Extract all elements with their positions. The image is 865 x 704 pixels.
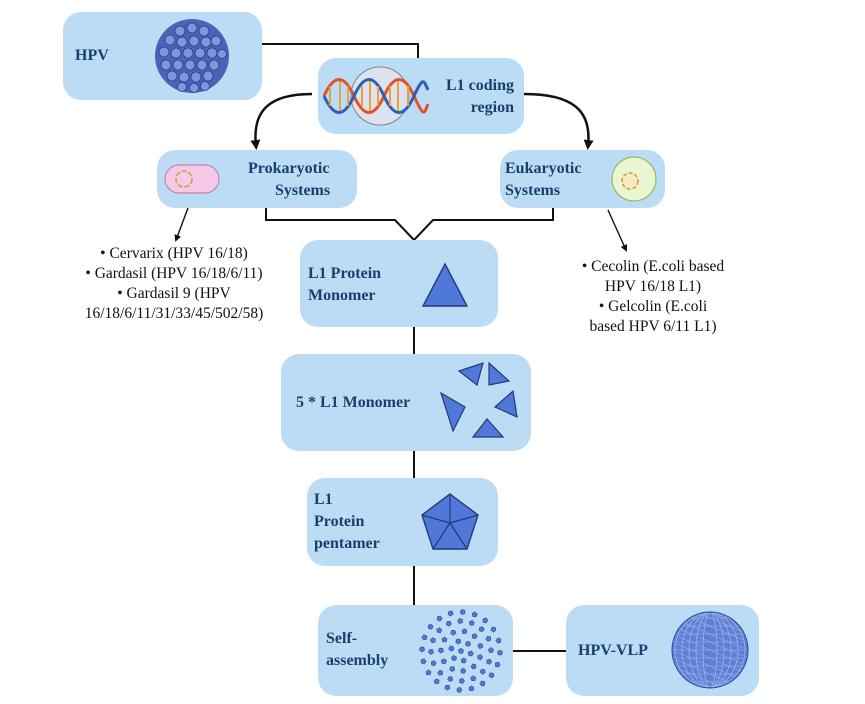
pentamer-label-line1: L1 bbox=[314, 491, 333, 508]
eukaryotic-vaccine-list: • Cecolin (E.coli based HPV 16/18 L1) • … bbox=[548, 257, 758, 337]
pentamer-label-line3: pentamer bbox=[314, 535, 380, 552]
l1-protein-pentamer-node: L1 Protein pentamer bbox=[307, 478, 498, 566]
prokaryotic-systems-node: Prokaryotic Systems bbox=[157, 150, 357, 208]
l1-protein-monomer-node: L1 Protein Monomer bbox=[300, 240, 498, 327]
monomer-label-line1: L1 Protein bbox=[308, 265, 382, 282]
arrow-to-eukaryotic bbox=[523, 92, 594, 150]
prokaryotic-label-line2: Systems bbox=[275, 182, 331, 199]
hpv-label: HPV bbox=[75, 47, 109, 64]
self-assembly-label-line2: assembly bbox=[326, 652, 389, 669]
eukaryotic-label-line2: Systems bbox=[505, 182, 561, 199]
vaccine-gelcolin: • Gelcolin (E.coli bbox=[598, 298, 708, 315]
five-monomers-icon bbox=[439, 361, 518, 438]
eukaryotic-cell-icon bbox=[611, 156, 657, 202]
self-assembly-label-line1: Self- bbox=[326, 630, 358, 647]
monomer-triangle-icon bbox=[421, 262, 469, 307]
vlp-sphere-icon bbox=[671, 611, 749, 689]
pentamer-pentagon-icon bbox=[421, 493, 479, 550]
prokaryotic-label-line1: Prokaryotic bbox=[248, 160, 330, 177]
eukaryotic-list-arrow bbox=[607, 209, 628, 252]
eukaryotic-systems-node: Eukaryotic Systems bbox=[500, 150, 665, 208]
prokaryotic-vaccine-list: • Cervarix (HPV 16/18) • Gardasil (HPV 1… bbox=[52, 244, 296, 324]
l1-coding-region-node: L1 coding region bbox=[318, 58, 524, 134]
pentamer-label-line2: Protein bbox=[314, 513, 365, 530]
hpv-to-l1-line bbox=[262, 43, 419, 60]
assembly-pentamers-icon bbox=[418, 608, 504, 694]
five-monomer-label: 5 * L1 Monomer bbox=[296, 394, 411, 411]
hpv-vlp-label: HPV-VLP bbox=[578, 642, 648, 659]
hpv-vlp-node: HPV-VLP bbox=[566, 605, 759, 696]
bacterium-icon bbox=[164, 164, 220, 194]
vaccine-gardasil9-types: 16/18/6/11/31/33/45/502/58) bbox=[84, 305, 264, 322]
arrow-to-prokaryotic bbox=[250, 92, 313, 150]
self-assembly-node: Self- assembly bbox=[318, 605, 513, 696]
vaccine-gardasil9: • Gardasil 9 (HPV bbox=[117, 285, 231, 302]
l1-coding-label-line1: L1 coding bbox=[445, 77, 514, 94]
monomer-label-line2: Monomer bbox=[308, 287, 376, 304]
merge-bracket bbox=[265, 208, 554, 242]
dna-icon bbox=[322, 66, 430, 126]
hpv-virus-icon bbox=[155, 19, 229, 93]
vaccine-gardasil: • Gardasil (HPV 16/18/6/11) bbox=[85, 265, 263, 282]
vaccine-cervarix: • Cervarix (HPV 16/18) bbox=[100, 245, 248, 262]
hpv-node: HPV bbox=[63, 12, 262, 100]
vaccine-cecolin-detail: HPV 16/18 L1) bbox=[604, 278, 702, 295]
prokaryotic-list-arrow bbox=[174, 207, 189, 242]
vaccine-cecolin: • Cecolin (E.coli based bbox=[581, 258, 725, 275]
eukaryotic-label-line1: Eukaryotic bbox=[505, 160, 582, 177]
vaccine-gelcolin-detail: based HPV 6/11 L1) bbox=[589, 318, 717, 335]
five-l1-monomer-node: 5 * L1 Monomer bbox=[281, 354, 531, 451]
l1-coding-label-line2: region bbox=[470, 99, 514, 116]
